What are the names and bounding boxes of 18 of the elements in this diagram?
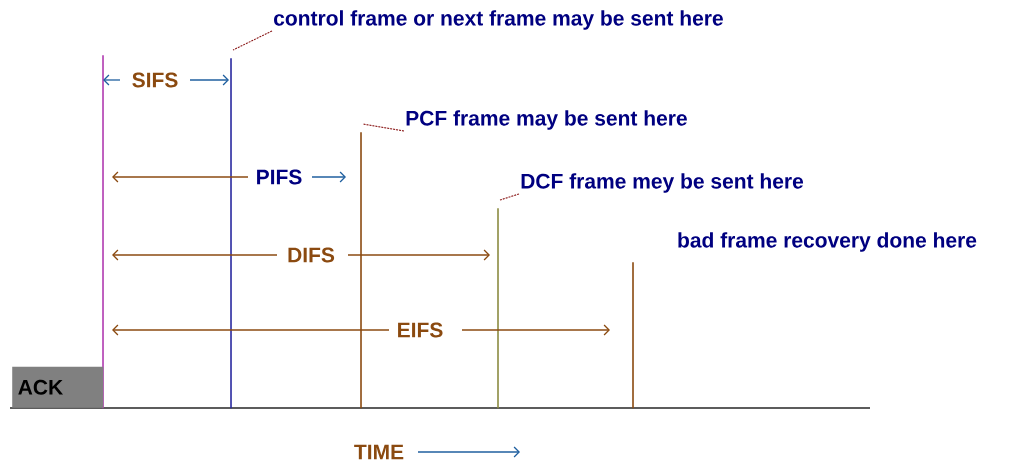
interval-label: SIFS: [132, 72, 178, 88]
leader-line: [499, 193, 520, 201]
axis-label: TIME: [354, 444, 404, 460]
ack-box: ACK: [12, 366, 104, 408]
note-text: bad frame recovery done here: [678, 232, 977, 252]
vertical-line: [497, 208, 499, 409]
interval-label: DIFS: [288, 247, 335, 263]
interval-label: PIFS: [257, 169, 302, 185]
annotation-text: control frame or next frame may be sent here: [274, 10, 723, 30]
vertical-line: [632, 262, 634, 409]
annotation-text: PCF frame may be sent here: [406, 110, 687, 130]
leader-line: [362, 123, 405, 132]
interval-label: EIFS: [398, 322, 443, 338]
annotation-text: DCF frame mey be sent here: [521, 173, 804, 193]
vertical-line: [230, 58, 232, 409]
vertical-line: [360, 132, 362, 409]
vertical-line: [102, 55, 104, 409]
leader-line: [232, 30, 273, 51]
